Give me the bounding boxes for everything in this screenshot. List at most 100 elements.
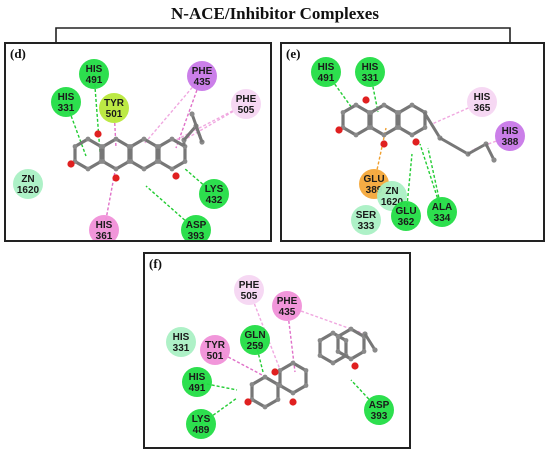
- residue-name: PHE: [277, 296, 298, 307]
- residue-name: HIS: [474, 92, 491, 103]
- oxygen-atom: [172, 172, 180, 180]
- interaction-line: [93, 73, 101, 153]
- residue-name: ASP: [186, 220, 207, 231]
- residue-number: 333: [358, 221, 375, 232]
- oxygen-atom: [380, 140, 388, 148]
- title-bracket: [55, 27, 511, 47]
- residue-name: LYS: [205, 184, 224, 195]
- residue-number: 331: [362, 73, 379, 84]
- ligand-structure: [335, 96, 497, 163]
- residue-name: SER: [356, 210, 377, 221]
- residue-number: 362: [398, 217, 415, 228]
- oxygen-atom: [412, 138, 420, 146]
- figure-title: N-ACE/Inhibitor Complexes: [171, 4, 379, 23]
- residue-name: ZN: [385, 186, 398, 197]
- residue-number: 1620: [381, 197, 404, 208]
- residue-name: HIS: [362, 62, 379, 73]
- oxygen-atom: [271, 368, 279, 376]
- residue-number: 491: [189, 383, 206, 394]
- interaction-line: [431, 101, 483, 125]
- residue-name: LYS: [192, 414, 211, 425]
- oxygen-atom: [289, 398, 297, 406]
- ligand-structure: [244, 326, 378, 410]
- residue-name: TYR: [205, 340, 226, 351]
- oxygen-atom: [351, 362, 359, 370]
- residue-name: ALA: [432, 202, 453, 213]
- oxygen-atom: [67, 160, 75, 168]
- residue-number: 489: [193, 425, 210, 436]
- residue-number: 505: [241, 291, 258, 302]
- residue-name: HIS: [318, 62, 335, 73]
- residue-number: 388: [502, 137, 519, 148]
- residue-name: PHE: [239, 280, 260, 291]
- residue-number: 501: [207, 351, 224, 362]
- residue-name: PHE: [236, 94, 257, 105]
- residue-name: HIS: [189, 372, 206, 383]
- residue-number: 361: [96, 231, 113, 242]
- residue-number: 393: [188, 231, 205, 242]
- residue-number: 393: [371, 411, 388, 422]
- oxygen-atom: [335, 126, 343, 134]
- residue-number: 365: [474, 103, 491, 114]
- panel-label: (f): [149, 256, 162, 271]
- interaction-line: [286, 305, 366, 335]
- residue-name: ZN: [21, 174, 34, 185]
- residue-name: GLU: [363, 174, 384, 185]
- residue-number: 435: [279, 307, 296, 318]
- residue-name: HIS: [96, 220, 113, 231]
- residue-number: 435: [194, 77, 211, 88]
- residue-number: 491: [318, 73, 335, 84]
- residue-name: PHE: [192, 66, 213, 77]
- panel-label: (d): [10, 46, 26, 61]
- residue-name: ASP: [369, 400, 390, 411]
- residue-name: HIS: [86, 64, 103, 75]
- residue-number: 259: [247, 341, 264, 352]
- residue-number: 389: [366, 185, 383, 196]
- residue-name: GLN: [244, 330, 265, 341]
- residue-number: 331: [173, 343, 190, 354]
- residue-name: TYR: [104, 98, 125, 109]
- residue-number: 505: [238, 105, 255, 116]
- residue-number: 491: [86, 75, 103, 86]
- residue-number: 334: [434, 213, 451, 224]
- oxygen-atom: [112, 174, 120, 182]
- oxygen-atom: [362, 96, 370, 104]
- residue-name: HIS: [58, 92, 75, 103]
- residue-name: HIS: [173, 332, 190, 343]
- residue-number: 432: [206, 195, 223, 206]
- residue-name: GLU: [395, 206, 416, 217]
- oxygen-atom: [94, 130, 102, 138]
- residue-name: HIS: [502, 126, 519, 137]
- panel-label: (e): [286, 46, 301, 61]
